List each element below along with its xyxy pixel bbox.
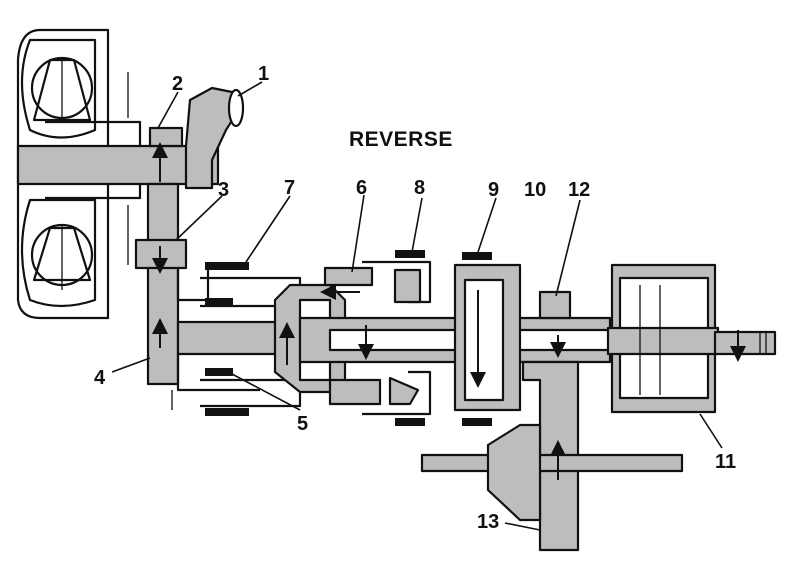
band-5 [205,368,233,376]
callout-4: 4 [94,367,106,389]
callout-3: 3 [218,179,229,201]
rear-housing [606,263,777,414]
callout-11: 11 [715,451,736,473]
band-8-upper [395,250,425,258]
diagram-title: REVERSE [349,128,453,151]
callout-2: 2 [172,73,183,95]
callout-5: 5 [297,413,308,435]
callout-6: 6 [356,177,367,199]
callout-8: 8 [414,177,425,199]
callout-1: 1 [258,63,269,85]
callout-10: 10 [524,179,546,201]
governor-drive [420,423,684,522]
torque-converter [16,28,142,320]
band-9-upper [462,252,492,260]
callout-9: 9 [488,179,499,201]
band-7-upper [205,262,249,270]
callout-7: 7 [284,177,295,199]
front-pump-housing [134,182,290,410]
callout-13: 13 [477,511,499,533]
power-flow-arrows [152,142,746,480]
input-shaft [16,86,245,190]
callout-leaders [111,81,723,531]
callout-12: 12 [568,179,590,201]
